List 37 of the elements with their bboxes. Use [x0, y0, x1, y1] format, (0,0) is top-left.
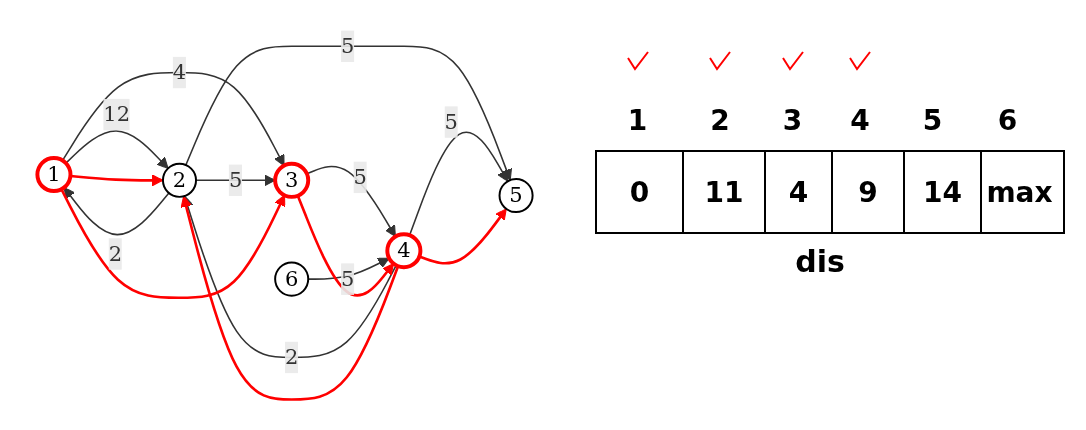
- node-circle: 6: [274, 261, 310, 297]
- edge-label: 2: [284, 344, 299, 370]
- node-circle: 4: [385, 232, 423, 270]
- arrow: [408, 131, 509, 236]
- edge-label: 5: [341, 33, 355, 59]
- arrow: [63, 187, 170, 236]
- table-cell: 0: [597, 152, 684, 232]
- arrow: [182, 195, 397, 359]
- node-circle: 2: [161, 162, 198, 198]
- arrow: [296, 195, 395, 297]
- arrow: [185, 45, 512, 181]
- column-index: 1: [626, 103, 649, 137]
- edge-label: 5: [228, 167, 243, 193]
- column-index: 4: [849, 103, 871, 137]
- edge-label: 5: [353, 164, 367, 190]
- edge-label: 2: [108, 240, 123, 266]
- edge-label: 5: [444, 108, 458, 134]
- arrow: [180, 195, 400, 401]
- column-index: 5: [921, 103, 944, 137]
- arrow: [61, 71, 285, 167]
- table-cell: 9: [833, 152, 905, 232]
- node-circle: 5: [498, 178, 534, 214]
- node-circle: 1: [35, 156, 73, 194]
- table-cell: 11: [684, 152, 766, 232]
- table-cell-text: max: [985, 174, 1054, 211]
- column-index: 2: [709, 103, 731, 137]
- edge-label: 4: [172, 59, 187, 85]
- table-cell: 4: [766, 152, 833, 232]
- array-name: dis: [794, 244, 846, 279]
- column-index: 6: [996, 103, 1019, 137]
- edge-label: 5: [341, 265, 355, 291]
- arrow: [65, 130, 169, 169]
- node-circle: 3: [273, 161, 311, 199]
- column-index: 3: [781, 103, 804, 137]
- table-cell: 14: [905, 152, 982, 232]
- arrow: [60, 188, 286, 300]
- edge-label: 12: [103, 101, 131, 127]
